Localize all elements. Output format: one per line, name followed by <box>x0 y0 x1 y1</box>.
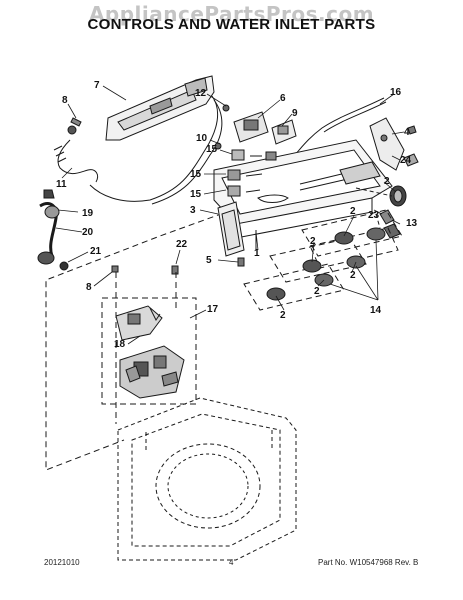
callout-8: 8 <box>86 282 92 293</box>
callout-15: 15 <box>190 169 202 180</box>
callout-19: 19 <box>82 208 94 219</box>
switch-parts <box>227 149 277 197</box>
callout-2: 2 <box>384 176 390 187</box>
callout-10: 10 <box>196 133 208 144</box>
callout-6: 6 <box>280 93 286 104</box>
wire-harness <box>89 95 219 202</box>
callout-11: 11 <box>56 179 67 190</box>
callout-16: 16 <box>390 87 402 98</box>
page-title: CONTROLS AND WATER INLET PARTS <box>87 16 376 33</box>
callout-23: 23 <box>368 210 380 221</box>
assembly-guide-mid <box>115 272 177 424</box>
callout-labels: 7 8 6 12 9 10 16 4 11 15 15 15 24 19 3 2… <box>56 80 418 350</box>
callout-9: 9 <box>292 108 298 119</box>
callout-7: 7 <box>94 80 100 91</box>
end-cap-part <box>369 117 419 171</box>
callout-2: 2 <box>280 310 286 321</box>
callout-5: 5 <box>206 255 212 266</box>
callout-2: 2 <box>350 206 356 217</box>
cabinet-top-part <box>117 397 297 561</box>
callout-24: 24 <box>400 155 412 166</box>
screw-part <box>70 117 82 127</box>
wire-harness-right <box>289 97 385 161</box>
water-valve-box <box>101 297 197 405</box>
callout-18: 18 <box>114 339 126 350</box>
callout-17: 17 <box>207 304 219 315</box>
knob-cluster <box>243 209 403 311</box>
fastener-part <box>111 265 179 275</box>
callout-13: 13 <box>406 218 418 229</box>
bracket-part <box>217 201 245 267</box>
callout-4: 4 <box>404 127 410 138</box>
control-bracket-part <box>233 111 297 145</box>
watermark: AppliancePartsPros.com <box>88 2 375 26</box>
callout-2: 2 <box>350 270 356 281</box>
callout-1: 1 <box>254 248 260 259</box>
footer-part-number: Part No. W10547968 Rev. B <box>318 558 419 567</box>
callout-22: 22 <box>176 239 188 250</box>
console-backsplash-part <box>213 139 393 239</box>
callout-14: 14 <box>370 305 382 316</box>
footer-page-number: 4 <box>229 558 234 567</box>
leader-lines <box>55 85 405 345</box>
assembly-guide-left <box>45 209 233 471</box>
footer-date: 20121010 <box>44 558 80 567</box>
callout-15: 15 <box>190 189 202 200</box>
inlet-hose-part <box>37 189 69 271</box>
knob-part <box>379 185 407 239</box>
callout-20: 20 <box>82 227 94 238</box>
callout-15: 15 <box>206 144 218 155</box>
callout-21: 21 <box>90 246 102 257</box>
callout-2: 2 <box>314 286 320 297</box>
callout-3: 3 <box>190 205 196 216</box>
callout-8: 8 <box>62 95 68 106</box>
power-cord-part <box>53 125 99 183</box>
callout-12: 12 <box>195 88 207 99</box>
callout-2: 2 <box>310 236 316 247</box>
console-panel-part <box>105 75 215 141</box>
